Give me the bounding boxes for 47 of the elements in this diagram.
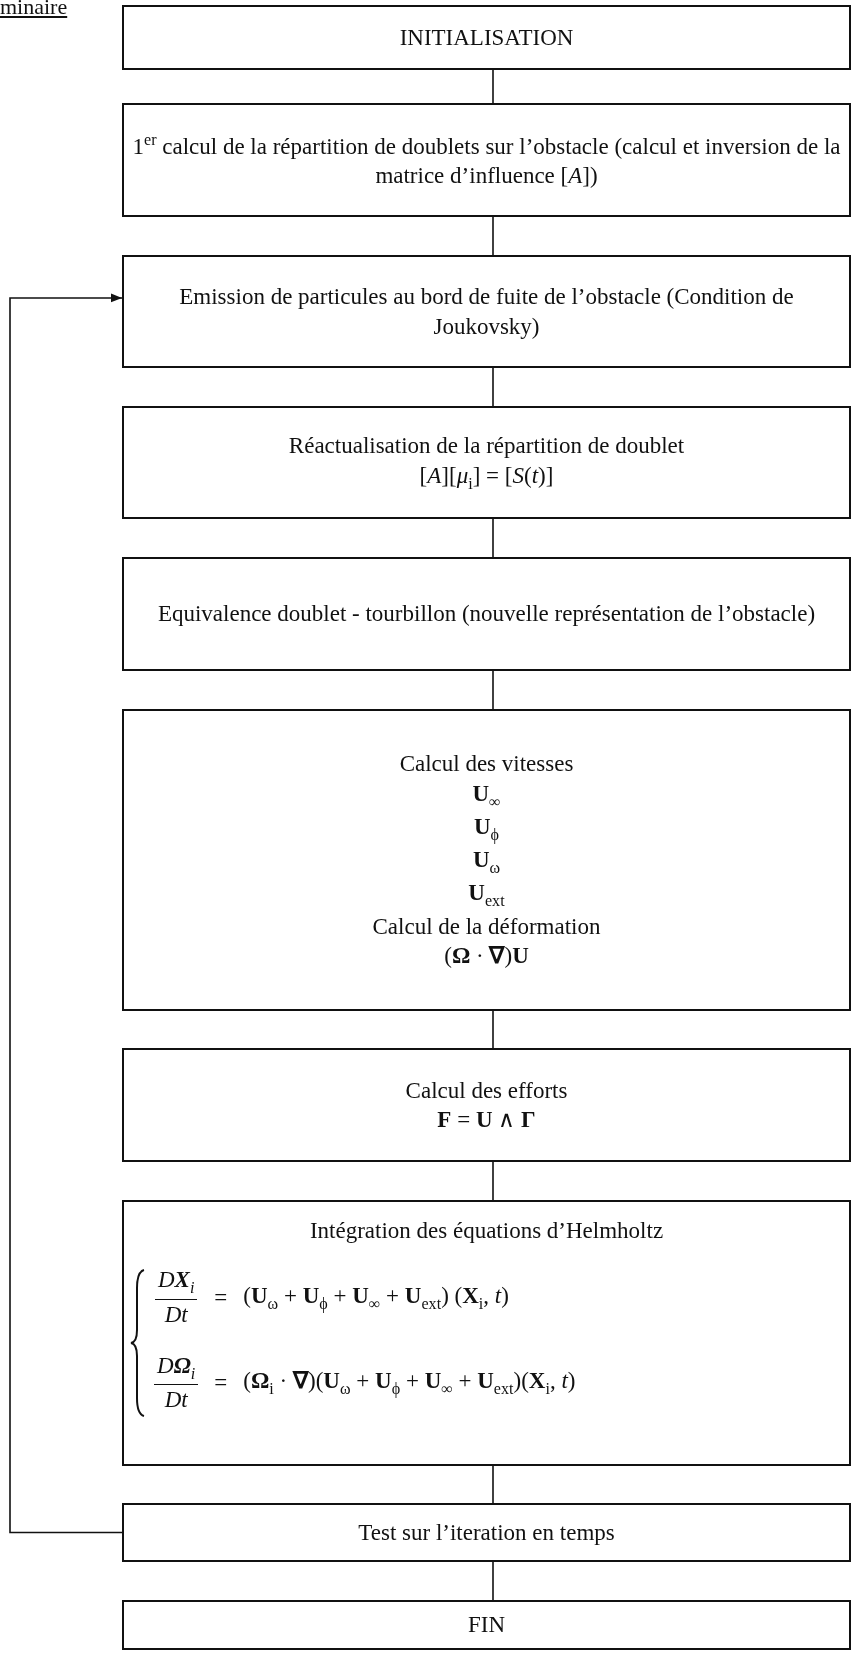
connector-line	[492, 1010, 494, 1049]
step-title: INITIALISATION	[398, 23, 575, 52]
fraction-numerator: DΩ$_{i}$	[154, 1351, 199, 1386]
process-box	[122, 1048, 851, 1162]
step-title: Emission de particules au bord de fuite de l’obstacle (Condition de Joukovsky)	[178, 283, 795, 341]
formula: (Ω · ∇)U	[443, 942, 530, 971]
fraction-denominator: Dt	[164, 1386, 188, 1415]
process-box	[122, 557, 851, 671]
formula: [A][μ$_{i}$] = [S(t)]	[418, 461, 555, 494]
step-title: FIN	[466, 1611, 507, 1640]
equals-sign: =	[214, 1283, 228, 1312]
fraction-denominator: Dt	[164, 1300, 188, 1329]
formula: U$_{ext}$	[467, 879, 506, 912]
step-title: Réactualisation de la répartition de doublet	[287, 432, 686, 461]
step-title: Test sur l’iteration en temps	[357, 1518, 616, 1547]
process-box	[122, 1503, 851, 1562]
formula: Calcul de la déformation	[371, 912, 602, 941]
formula: (Ω$_{i}$ · ∇)(U$_{ω}$ + U$_{ϕ}$ + U$_{∞}$ + U$_{ext}$)(X$_{i}$, t)	[243, 1367, 576, 1400]
formula: F = U ∧ Γ	[436, 1106, 537, 1134]
process-box	[122, 1600, 851, 1650]
connector-line	[492, 367, 494, 407]
step-title: Calcul des efforts	[404, 1076, 569, 1105]
step-title: Equivalence doublet - tourbillon (nouvelle représentation de l’obstacle)	[156, 600, 817, 629]
fraction-numerator: DX$_{i}$	[154, 1265, 198, 1300]
connector-line	[9, 293, 123, 1534]
connector-line	[492, 670, 494, 710]
connector-line	[492, 69, 494, 104]
formula: U$_{∞}$	[471, 779, 502, 812]
process-box	[122, 5, 851, 70]
process-box	[122, 1200, 851, 1466]
process-box	[122, 103, 851, 217]
formula: U$_{ϕ}$	[472, 813, 501, 846]
process-box	[122, 255, 851, 368]
connector-line	[492, 216, 494, 256]
process-box	[122, 709, 851, 1011]
connector-line	[492, 1161, 494, 1201]
connector-line	[492, 518, 494, 558]
formula: U$_{ω}$	[471, 846, 502, 878]
process-box	[122, 406, 851, 519]
formula: (U$_{ω}$ + U$_{ϕ}$ + U$_{∞}$ + U$_{ext}$) (X$_{i}$, t)	[243, 1281, 510, 1314]
step-title: Intégration des équations d’Helmholtz	[308, 1217, 665, 1245]
equals-sign: =	[214, 1369, 228, 1398]
step-title: 1$^{er}$ calcul de la répartition de doublets sur l’obstacle (calcul et inversion de la matrice d’influence [A])	[131, 129, 842, 190]
section-heading: minaire	[0, 0, 68, 20]
connector-line	[492, 1465, 494, 1504]
step-title: Calcul des vitesses	[398, 750, 575, 779]
connector-line	[492, 1561, 494, 1601]
